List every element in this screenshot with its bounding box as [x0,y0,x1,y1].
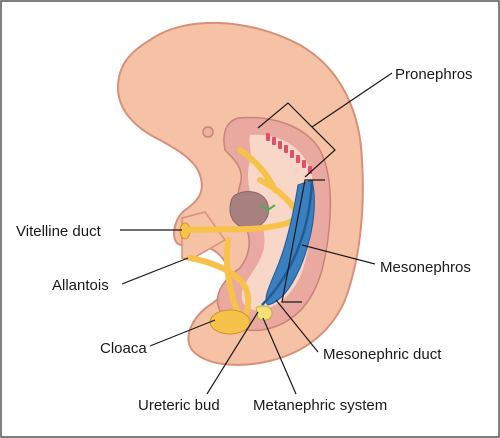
label-ureteric-bud: Ureteric bud [138,397,220,414]
heart-bulge [229,191,270,229]
cloaca-shape [209,309,251,335]
metanephros-shape [255,305,273,321]
metanephric-system-leader [262,317,297,395]
label-metanephric-system: Metanephric system [253,397,387,414]
ureteric-bud-leader [206,311,259,395]
mesonephric-duct-shape [265,179,315,306]
green-vessel [259,204,276,212]
eye-spot [202,126,214,138]
gut-tube [185,147,303,321]
mesonephric-duct-line [261,179,314,306]
pronephros-leader [311,72,393,128]
label-cloaca: Cloaca [100,340,147,357]
pronephros-tubules [266,133,312,174]
cloaca-leader [149,319,216,347]
label-pronephros: Pronephros [395,66,473,83]
mesonephros-bracket [281,179,325,303]
allantois-leader [121,257,189,285]
label-allantois: Allantois [52,277,109,294]
pronephros-bracket [257,102,336,178]
label-mesonephros: Mesonephros [380,259,471,276]
label-mesonephric-duct: Mesonephric duct [323,346,442,363]
vitelline-duct-tube [181,211,227,261]
label-vitelline-duct: Vitelline duct [16,223,102,240]
mesonephros-leader [301,244,376,265]
mesonephric-duct-leader [275,299,319,353]
